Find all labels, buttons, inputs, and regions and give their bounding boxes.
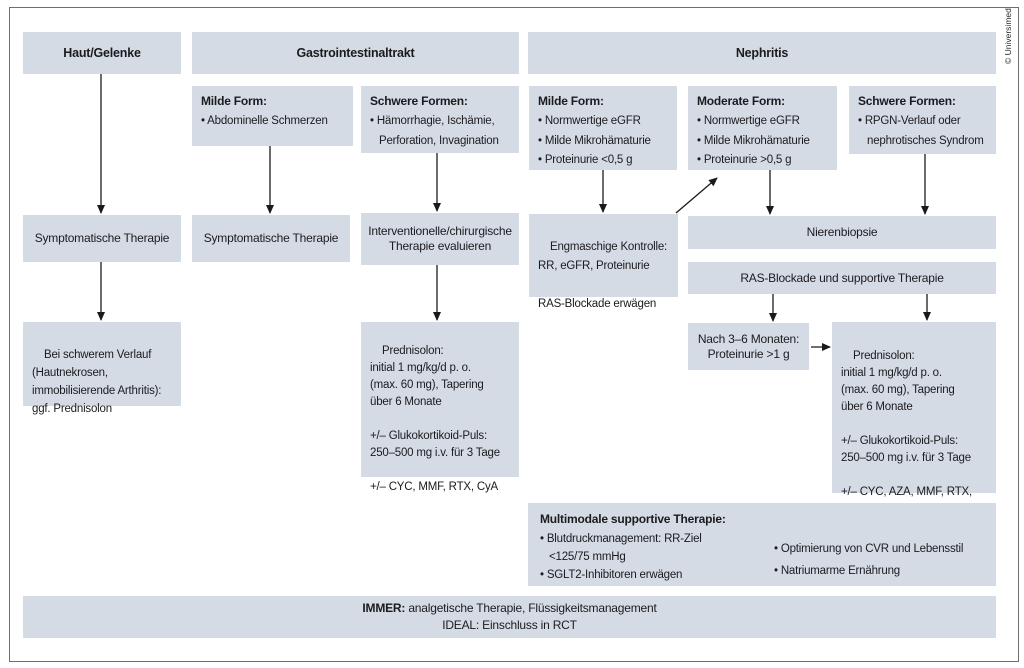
header-label: Nephritis (735, 46, 789, 60)
box-engmaschige-kontrolle: Engmaschige Kontrolle: RR, eGFR, Protein… (529, 214, 678, 310)
box-label: Prednisolon: initial 1 mg/kg/d p. o. (ma… (841, 350, 972, 515)
header-nephritis: Nephritis (528, 32, 996, 74)
box-multimodale-supportive-therapie: Multimodale supportive Therapie: • Blutd… (528, 503, 996, 586)
box-bullets: • RPGN-Verlauf oder nephrotisches Syndro… (858, 115, 984, 147)
box-skin-symptomatische-therapie: Symptomatische Therapie (23, 215, 181, 262)
box-title: Multimodale supportive Therapie: (540, 512, 726, 526)
box-gi-milde-form: Milde Form: • Abdominelle Schmerzen (192, 86, 353, 146)
box-title: Milde Form: (201, 94, 267, 108)
box-label: Prednisolon: initial 1 mg/kg/d p. o. (ma… (370, 345, 500, 493)
box-nephritis-milde-form: Milde Form: • Normwertige eGFR • Milde M… (529, 86, 677, 170)
box-gi-symptomatische-therapie: Symptomatische Therapie (192, 215, 350, 262)
box-nierenbiopsie: Nierenbiopsie (688, 216, 996, 249)
box-nach-3-6-monaten: Nach 3–6 Monaten: Proteinurie >1 g (688, 323, 809, 370)
box-nephritis-schwere-formen: Schwere Formen: • RPGN-Verlauf oder neph… (849, 86, 996, 154)
box-gi-interventionelle-therapie: Interventionelle/chirurgische Therapie e… (361, 213, 519, 265)
footer-immer-label: IMMER: (362, 601, 406, 615)
box-title: Schwere Formen: (858, 94, 956, 108)
box-skin-schwerer-verlauf: Bei schwerem Verlauf (Hautnekrosen, immo… (23, 322, 181, 415)
box-label: Bei schwerem Verlauf (Hautnekrosen, immo… (32, 349, 162, 415)
header-label: Haut/Gelenke (63, 46, 141, 60)
box-bullets: • Abdominelle Schmerzen (201, 115, 328, 127)
box-bullets: • Hämorrhagie, Ischämie, Perforation, In… (370, 115, 499, 147)
box-label: Engmaschige Kontrolle: RR, eGFR, Protein… (538, 241, 668, 310)
header-haut-gelenke: Haut/Gelenke (23, 32, 181, 74)
box-title: Milde Form: (538, 94, 604, 108)
header-gastrointestinaltrakt: Gastrointestinaltrakt (192, 32, 519, 74)
box-ras-blockade-supportive-therapie: RAS-Blockade und supportive Therapie (688, 262, 996, 294)
multimodal-right-column: • Optimierung von CVR und Lebensstil • N… (774, 543, 964, 577)
box-bullets: • Normwertige eGFR • Milde Mikrohämaturi… (538, 115, 651, 166)
box-nephritis-moderate-form: Moderate Form: • Normwertige eGFR • Mild… (688, 86, 837, 170)
box-label: Symptomatische Therapie (34, 231, 170, 245)
footer-immer-text: analgetische Therapie, Flüssigkeitsmanag… (405, 601, 657, 615)
box-gi-schwere-formen: Schwere Formen: • Hämorrhagie, Ischämie,… (361, 86, 519, 153)
box-title: Moderate Form: (697, 94, 785, 108)
copyright-credit: © Universimed (1003, 8, 1013, 64)
multimodal-left-column: Multimodale supportive Therapie: • Blutd… (528, 503, 996, 584)
box-nephritis-prednisolon: Prednisolon: initial 1 mg/kg/d p. o. (ma… (832, 322, 996, 515)
footer-line-ideal: IDEAL: Einschluss in RCT (442, 618, 577, 632)
box-immer-ideal-footer: IMMER: analgetische Therapie, Flüssigkei… (23, 596, 996, 638)
box-title: Schwere Formen: (370, 94, 468, 108)
box-bullets: • Blutdruckmanagement: RR-Ziel <125/75 m… (540, 533, 702, 581)
box-label: RAS-Blockade und supportive Therapie (740, 270, 944, 285)
box-label: Interventionelle/chirurgische Therapie e… (368, 224, 512, 253)
box-label: Symptomatische Therapie (203, 231, 339, 245)
box-gi-prednisolon: Prednisolon: initial 1 mg/kg/d p. o. (ma… (361, 322, 519, 493)
box-bullets: • Normwertige eGFR • Milde Mikrohämaturi… (697, 115, 810, 166)
footer-line-immer: IMMER: analgetische Therapie, Flüssigkei… (362, 600, 656, 617)
box-label: Nach 3–6 Monaten: Proteinurie >1 g (697, 331, 800, 361)
header-label: Gastrointestinaltrakt (296, 46, 415, 60)
box-label: Nierenbiopsie (806, 225, 878, 239)
